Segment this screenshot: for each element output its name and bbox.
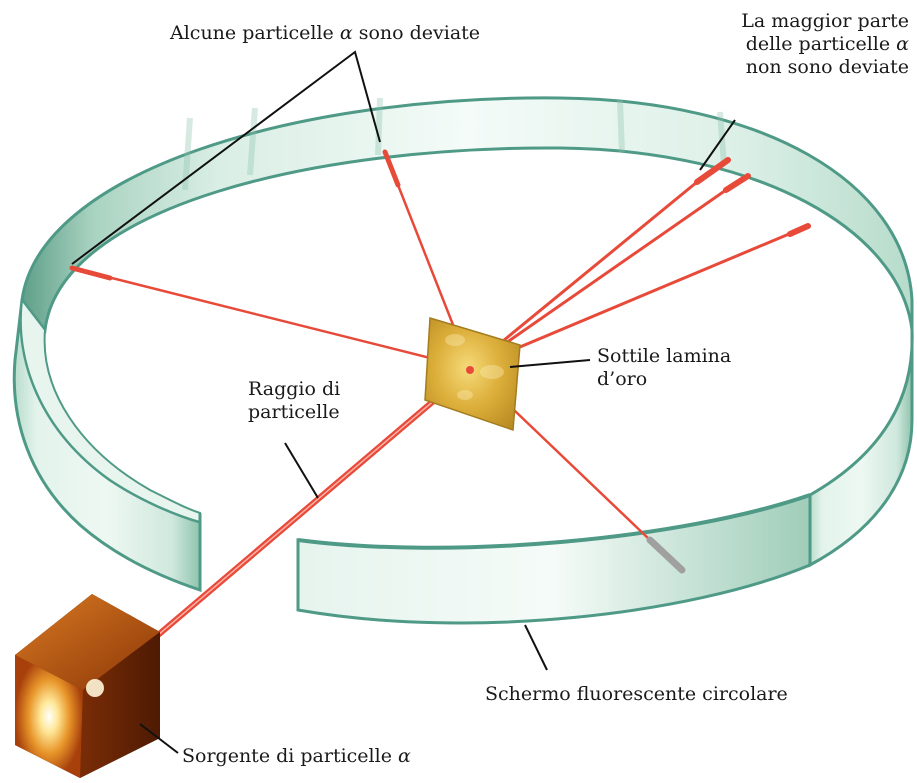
label-beam: Raggio di particelle: [248, 378, 341, 424]
screen-front-band: [296, 492, 812, 625]
leader-majority: [699, 119, 736, 171]
screen-front-top-edge: [297, 493, 811, 550]
label-source: Sorgente di particelle α: [182, 745, 411, 767]
leader-deflected: [71, 50, 381, 265]
screen-left-inner: [19, 297, 201, 524]
leader-source: [139, 723, 179, 754]
ray-undeflected-2: [468, 188, 728, 370]
gold-foil-texture: [445, 334, 504, 400]
screen-back-wall: [20, 96, 914, 334]
gold-foil: [424, 317, 521, 432]
alpha-source-cube: [15, 594, 160, 778]
leader-foil: [509, 359, 591, 368]
leader-screen: [524, 624, 548, 671]
ray-deflected-left: [70, 266, 472, 370]
screen-right-face: [808, 329, 914, 568]
label-deflected: Alcune particelle α sono deviate: [170, 22, 481, 44]
leader-beam: [284, 442, 319, 499]
source-glow-face: [15, 655, 83, 778]
ray-undeflected-1: [468, 180, 699, 370]
label-gold-foil: Sottile lamina d’oro: [597, 345, 732, 391]
label-screen: Schermo fluorescente circolare: [485, 683, 788, 705]
label-majority: La maggior parte delle particelle α non …: [741, 10, 909, 79]
ray-undeflected-3: [468, 224, 810, 370]
leader-lines: [71, 50, 736, 754]
